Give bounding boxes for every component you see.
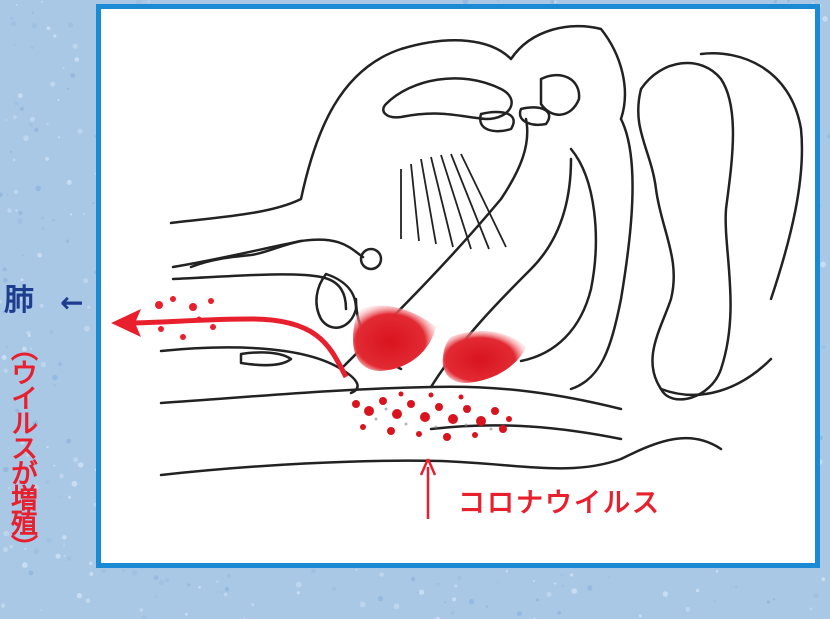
uvula — [316, 274, 356, 328]
adenoid-outline — [541, 75, 579, 115]
nasal-fiber — [411, 164, 419, 241]
virus-cluster — [352, 392, 512, 442]
coronavirus-label: コロナウイルス — [458, 490, 661, 517]
tongue-upper — [173, 274, 346, 309]
teeth-row — [191, 241, 301, 267]
lung-arrow-icon: ← — [60, 289, 83, 317]
pharynx-inner-wall — [521, 149, 596, 361]
esophagus-wall — [431, 425, 621, 439]
uvula-tip — [361, 249, 381, 269]
turbinate-lower — [480, 112, 513, 131]
lung-label: 肺 — [4, 286, 34, 316]
nasal-cavity-outline — [171, 26, 625, 223]
spine-outline — [638, 63, 733, 399]
vocal-opening — [241, 352, 291, 365]
virus-multiplying-note: （ウイルスが増殖） — [4, 334, 38, 559]
infected-tonsil-left — [353, 306, 436, 371]
pharynx-back-wall — [571, 119, 633, 389]
nasal-fiber — [441, 155, 471, 249]
larynx-upper-wall — [161, 347, 358, 393]
infected-tonsil-right — [443, 331, 526, 383]
trachea-lower — [161, 438, 721, 475]
diagram-panel — [96, 4, 820, 568]
trachea-upper — [161, 387, 621, 409]
virus-speckle — [375, 408, 493, 431]
spine-back-edge — [701, 53, 802, 299]
